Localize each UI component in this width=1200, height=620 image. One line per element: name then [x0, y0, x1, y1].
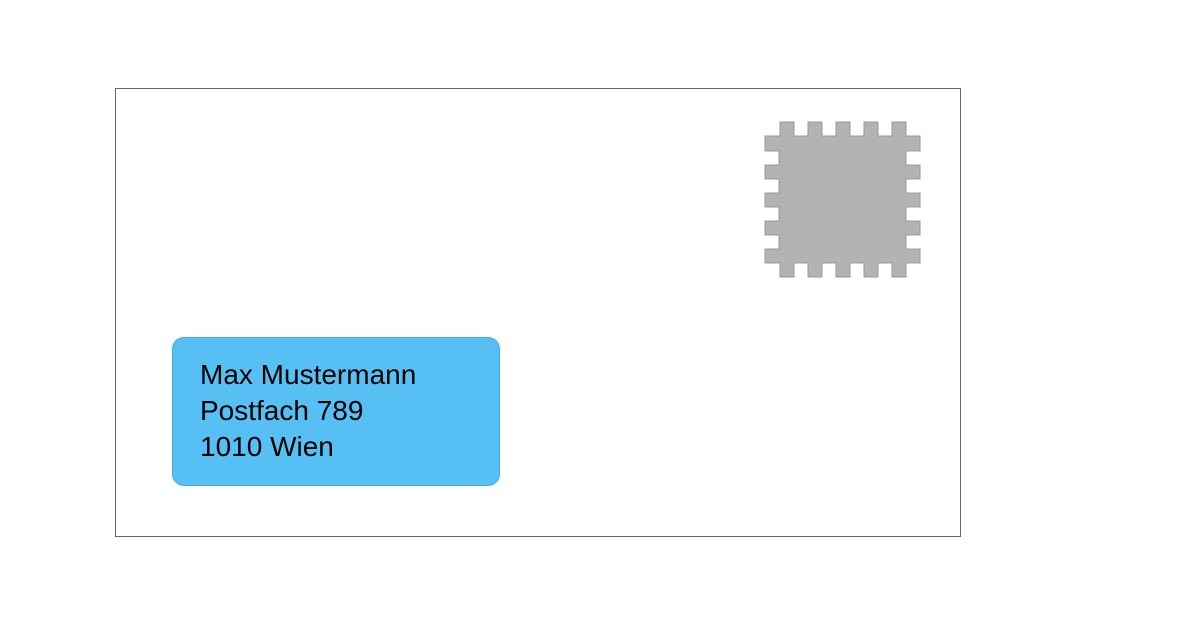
recipient-name: Max Mustermann: [200, 359, 417, 390]
address-label: Max Mustermann Postfach 789 1010 Wien: [172, 337, 500, 486]
postage-stamp-icon: [764, 121, 921, 278]
recipient-street: Postfach 789: [200, 395, 364, 426]
recipient-city: 1010 Wien: [200, 431, 334, 462]
